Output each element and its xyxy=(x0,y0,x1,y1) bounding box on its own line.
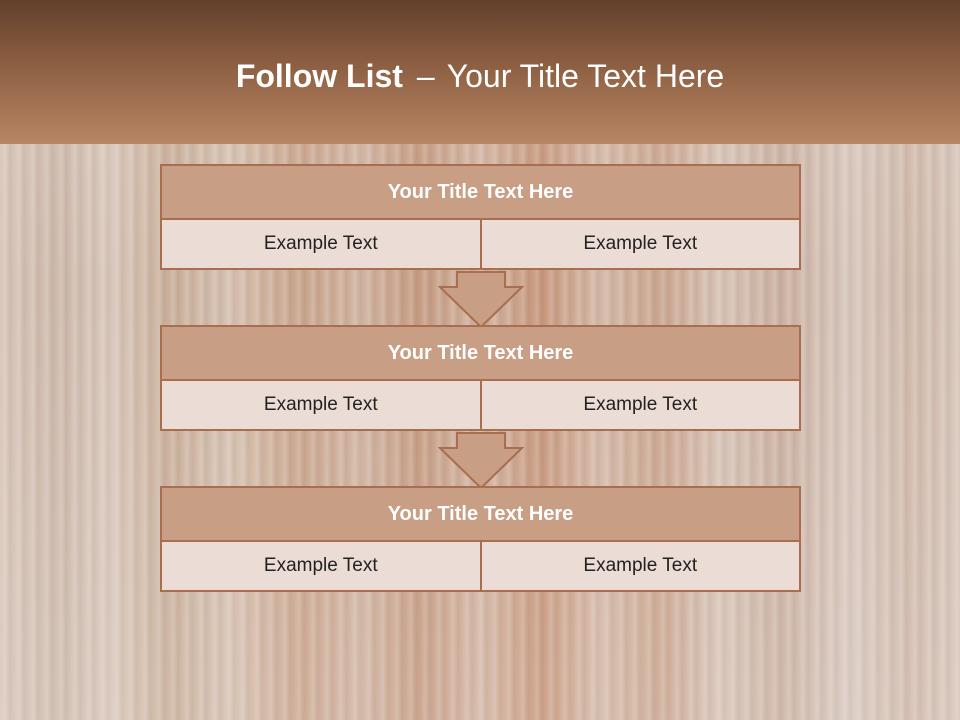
step-3-left-text: Example Text xyxy=(263,555,378,576)
step-3-right-text: Example Text xyxy=(479,542,800,590)
step-1-left-text: Example Text xyxy=(263,233,378,254)
step-title-2: Your Title Text Here xyxy=(160,325,801,381)
slide-title-bold: Follow List xyxy=(235,58,403,94)
title-band: Follow List–Your Title Text Here xyxy=(0,0,960,144)
step-2-right-text: Example Text xyxy=(479,381,800,429)
step-box-3: Your Title Text Here Example Text Exampl… xyxy=(160,486,801,592)
step-row-2: Example Text Example Text xyxy=(160,381,801,431)
step-2-left-text: Example Text xyxy=(263,394,378,415)
step-row-1: Example Text Example Text xyxy=(160,220,801,270)
step-box-1: Your Title Text Here Example Text Exampl… xyxy=(160,164,801,270)
step-row-3: Example Text Example Text xyxy=(160,542,801,592)
slide-title-separator: – xyxy=(416,58,435,94)
step-title-3: Your Title Text Here xyxy=(160,486,801,542)
step-1-right-text: Example Text xyxy=(479,220,800,268)
step-title-1: Your Title Text Here xyxy=(160,164,801,220)
step-box-2: Your Title Text Here Example Text Exampl… xyxy=(160,325,801,431)
down-arrow-icon xyxy=(438,432,524,490)
slide-title-rest: Your Title Text Here xyxy=(446,58,725,94)
slide-title: Follow List–Your Title Text Here xyxy=(0,52,960,100)
down-arrow-icon xyxy=(438,271,524,329)
